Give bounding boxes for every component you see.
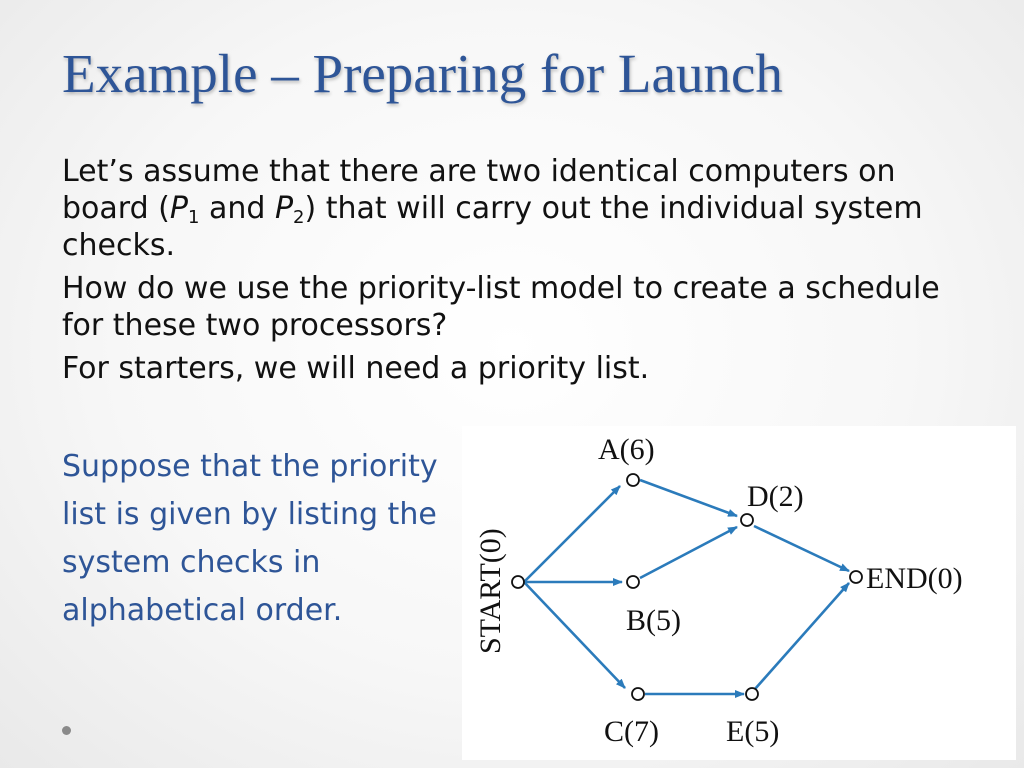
p1-subscript: 1	[187, 207, 200, 228]
label-a: A(6)	[598, 433, 655, 466]
node-a	[626, 473, 640, 487]
edge-d-end	[753, 524, 850, 573]
graph-edges	[523, 478, 850, 698]
p2-letter: P	[274, 191, 294, 226]
label-b: B(5)	[626, 604, 681, 637]
paragraph-computers: Let’s assume that there are two identica…	[62, 153, 982, 264]
node-end	[849, 570, 863, 584]
node-d	[740, 513, 754, 527]
node-e	[745, 687, 759, 701]
slide-title: Example – Preparing for Launch	[62, 43, 783, 104]
edge-e-end	[754, 582, 850, 690]
paragraph-starters: For starters, we will need a priority li…	[62, 351, 650, 386]
body-text: Let’s assume that there are two identica…	[62, 153, 982, 393]
edge-b-d	[639, 525, 738, 580]
label-end: END(0)	[866, 562, 963, 595]
priority-graph: START(0) A(6) B(5) C(7) D(2) E(5) END(0)	[462, 426, 1016, 760]
empty-bullet	[62, 726, 71, 735]
node-start	[511, 575, 525, 589]
paragraph-computers-and: and	[199, 191, 275, 226]
label-start: START(0)	[474, 528, 507, 654]
paragraph-computers-start: Let’s assume that there are two identica…	[62, 154, 896, 226]
node-b	[626, 575, 640, 589]
p2-subscript: 2	[293, 207, 305, 228]
suppose-text: Suppose that the priority list is given …	[62, 449, 438, 628]
graph-nodes	[511, 473, 863, 701]
edge-a-d	[639, 478, 738, 518]
p1-letter: P	[169, 191, 188, 226]
graph-labels: START(0) A(6) B(5) C(7) D(2) E(5) END(0)	[474, 433, 963, 748]
label-e: E(5)	[726, 715, 779, 748]
edge-start-a	[523, 485, 621, 583]
label-c: C(7)	[604, 715, 659, 748]
edge-start-c	[523, 581, 626, 689]
label-d: D(2)	[747, 480, 804, 513]
paragraph-computers-end: ) that will carry out the individual sys…	[62, 191, 923, 263]
node-c	[631, 687, 645, 701]
paragraph-question: How do we use the priority-list model to…	[62, 271, 940, 343]
priority-graph-svg: START(0) A(6) B(5) C(7) D(2) E(5) END(0)	[474, 433, 963, 748]
